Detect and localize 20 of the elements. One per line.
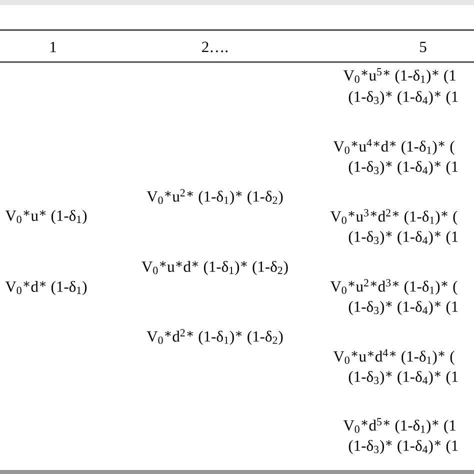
table-cell: (1-δ$_{3}$)$^{∗}$ (1-δ$_{4}$)$^{∗}$ (1 bbox=[348, 300, 458, 316]
table-cell: (1-δ$_{3}$)$^{∗}$ (1-δ$_{4}$)$^{∗}$ (1 bbox=[348, 370, 458, 386]
table-cell: V$_{0}$$^{∗}$d$^{∗}$ (1-δ$_{1}$) bbox=[5, 280, 87, 296]
table-cell: V$_{0}$$^{∗}$u$^{∗}$d$^{∗}$ (1-δ$_{1}$)$^{∗}$ (1-δ$_{2}$) bbox=[142, 260, 288, 276]
column-header: 5 bbox=[420, 42, 426, 52]
table-cell: V$_{0}$$^{∗}$d$^{2∗}$ (1-δ$_{1}$)$^{∗}$ (1-δ$_{2}$) bbox=[146, 329, 283, 345]
table-cell: V$_{0}$$^{∗}$u$^{5∗}$ (1-δ$_{1}$)$^{∗}$ (1 bbox=[343, 68, 456, 84]
table-cell: V$_{0}$$^{∗}$u$^{2∗}$d$^{3∗}$ (1-δ$_{1}$)$^{∗}$ ( bbox=[330, 279, 458, 295]
table-cell: (1-δ$_{3}$)$^{∗}$ (1-δ$_{4}$)$^{∗}$ (1 bbox=[348, 230, 458, 246]
table-cell: (1-δ$_{3}$)$^{∗}$ (1-δ$_{4}$)$^{∗}$ (1 bbox=[348, 90, 458, 106]
table-cell: V$_{0}$$^{∗}$u$^{2∗}$ (1-δ$_{1}$)$^{∗}$ (1-δ$_{2}$) bbox=[146, 189, 283, 205]
column-header: 1 bbox=[50, 42, 56, 52]
column-header: 2…. bbox=[202, 42, 228, 52]
table-cell: V$_{0}$$^{∗}$d$^{5∗}$ (1-δ$_{1}$)$^{∗}$ (1 bbox=[343, 418, 456, 434]
table-cell: (1-δ$_{3}$)$^{∗}$ (1-δ$_{4}$)$^{∗}$ (1 bbox=[348, 160, 458, 176]
table-cell: (1-δ$_{3}$)$^{∗}$ (1-δ$_{4}$)$^{∗}$ (1 bbox=[348, 440, 458, 454]
table-cell: V$_{0}$$^{∗}$u$^{3∗}$d$^{2∗}$ (1-δ$_{1}$)$^{∗}$ ( bbox=[330, 209, 458, 225]
table-cell: V$_{0}$$^{∗}$u$^{∗}$ (1-δ$_{1}$) bbox=[5, 210, 87, 224]
table-cell: V$_{0}$$^{∗}$u$^{∗}$d$^{4∗}$ (1-δ$_{1}$)$^{∗}$ ( bbox=[333, 349, 454, 365]
table-cell: V$_{0}$$^{∗}$u$^{4∗}$d$^{∗}$ (1-δ$_{1}$)$^{∗}$ ( bbox=[333, 139, 454, 155]
